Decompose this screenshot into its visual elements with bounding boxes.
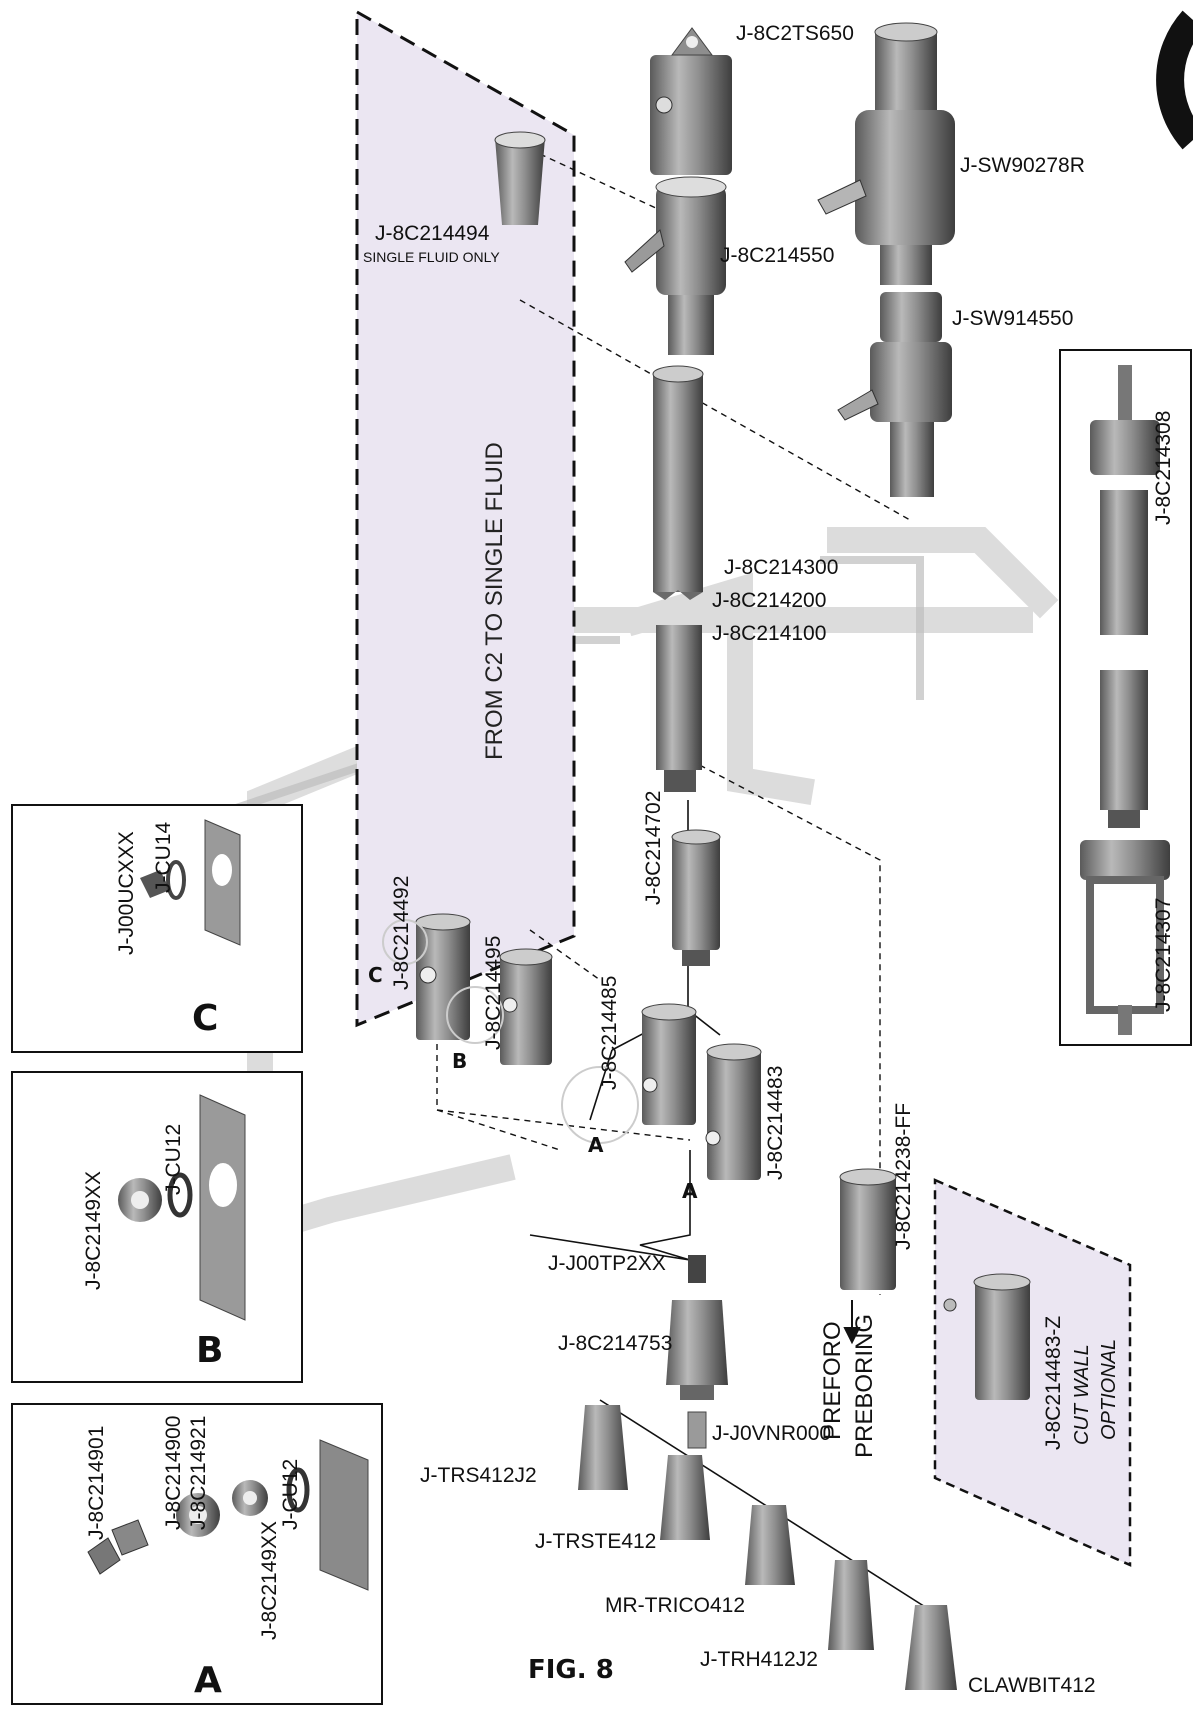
part-rotary-head-icon xyxy=(650,27,732,175)
logo-c-icon xyxy=(1156,10,1193,150)
label-p494-note: SINGLE FLUID ONLY xyxy=(363,249,500,265)
single-fluid-region xyxy=(355,9,576,1028)
label-p492: J-8C214492 xyxy=(390,876,413,990)
part-rod-coupling-icon xyxy=(671,829,721,966)
figure-title: FIG. 8 xyxy=(528,1655,614,1685)
detail-b-parts-icon xyxy=(118,1094,246,1321)
detail-a-p5: J-CU12 xyxy=(279,1459,302,1530)
label-p753: J-8C214753 xyxy=(558,1332,672,1355)
part-wrench-icon xyxy=(1090,365,1160,475)
label-trico412: MR-TRICO412 xyxy=(605,1594,745,1617)
bit-trh412j2-icon xyxy=(828,1560,874,1650)
part-swivel-lower-icon xyxy=(837,292,952,497)
label-ts650: J-8C2TS650 xyxy=(736,22,854,45)
detail-b-letter: B xyxy=(196,1330,223,1371)
detail-a-parts-icon xyxy=(87,1439,369,1591)
label-vnr000: J-J0VNR000 xyxy=(712,1422,831,1445)
bit-trico412-icon xyxy=(745,1505,795,1585)
optional-line2: OPTIONAL xyxy=(1098,1339,1120,1440)
optional-line1: CUT WALL xyxy=(1071,1344,1093,1445)
label-sw90278r: J-SW90278R xyxy=(960,154,1085,177)
part-rod-section-icon xyxy=(1100,490,1148,828)
callout-a1: A xyxy=(588,1133,604,1157)
detail-box-c xyxy=(11,804,303,1053)
detail-box-b xyxy=(11,1071,303,1383)
label-p485: J-8C214485 xyxy=(598,976,621,1090)
detail-a-p2: J-8C214900 xyxy=(162,1416,185,1530)
detail-c-letter: C xyxy=(192,998,218,1039)
detail-b-p1: J-8C2149XX xyxy=(82,1171,105,1290)
label-p494: J-8C214494 xyxy=(375,222,490,245)
preboring-arrow-icon xyxy=(843,1300,861,1345)
bit-trste412-icon xyxy=(660,1455,710,1540)
label-clawbit412: CLAWBIT412 xyxy=(968,1674,1096,1697)
detail-b-p2: J-CU12 xyxy=(162,1124,185,1195)
label-p308: J-8C214308 xyxy=(1152,411,1175,525)
bit-trs412j2-icon xyxy=(578,1405,628,1490)
detail-c-parts-icon xyxy=(140,819,241,946)
label-trste412: J-TRSTE412 xyxy=(535,1530,656,1553)
detail-c-p2: J-CU14 xyxy=(152,821,175,893)
label-sw914550: J-SW914550 xyxy=(952,307,1073,330)
bits xyxy=(578,1405,957,1690)
part-sleeve-a1-icon xyxy=(641,1003,697,1125)
label-p307: J-8C214307 xyxy=(1152,898,1175,1012)
detail-a-letter: A xyxy=(194,1660,222,1701)
label-p483z: J-8C214483-Z xyxy=(1042,1316,1065,1450)
bit-clawbit412-icon xyxy=(905,1605,957,1690)
callout-circles xyxy=(382,919,639,1144)
label-p238ff: J-8C214238-FF xyxy=(892,1103,915,1250)
part-sleeve-c-icon xyxy=(415,913,471,1040)
callout-c: C xyxy=(368,963,383,987)
part-bit-sub-icon xyxy=(666,1300,728,1400)
part-clamp-icon xyxy=(1080,840,1170,1035)
part-drill-rod-icon xyxy=(652,365,704,792)
label-p702: J-8C214702 xyxy=(642,791,665,905)
part-check-valve-icon xyxy=(688,1255,706,1283)
detail-a-p4: J-8C2149XX xyxy=(258,1521,281,1640)
single-fluid-label: FROM C2 TO SINGLE FLUID xyxy=(481,442,508,760)
part-swivel-icon xyxy=(624,176,727,355)
label-p550: J-8C214550 xyxy=(720,244,834,267)
part-single-fluid-adapter-icon xyxy=(494,131,546,225)
preboring-label-bottom: PREBORING xyxy=(851,1314,878,1458)
label-p200: J-8C214200 xyxy=(712,589,826,612)
detail-a-p1: J-8C214901 xyxy=(85,1426,108,1540)
label-tp2xx: J-J00TP2XX xyxy=(548,1252,666,1275)
part-valve-spring-icon xyxy=(687,1411,707,1449)
part-sleeve-b-icon xyxy=(499,948,553,1065)
part-sleeve-a2-icon xyxy=(705,1043,762,1180)
label-p495: J-8C214495 xyxy=(482,936,505,1050)
label-trs412j2: J-TRS412J2 xyxy=(420,1464,537,1487)
detail-a-p3: J-8C214921 xyxy=(187,1416,210,1530)
label-trh412j2: J-TRH412J2 xyxy=(700,1648,818,1671)
label-p100: J-8C214100 xyxy=(712,622,826,645)
detail-c-p1: J-J00UCXXX xyxy=(115,831,138,955)
callout-b: B xyxy=(452,1049,467,1073)
callout-a2: A xyxy=(682,1179,698,1203)
preboring-label-top: PREFORO xyxy=(819,1321,846,1440)
part-swivel-large-icon xyxy=(817,22,955,285)
label-p483: J-8C214483 xyxy=(764,1066,787,1180)
part-preboring-sleeve-icon xyxy=(839,1168,897,1290)
label-p300: J-8C214300 xyxy=(724,556,838,579)
part-cut-wall-sleeve-icon xyxy=(943,1273,1031,1400)
